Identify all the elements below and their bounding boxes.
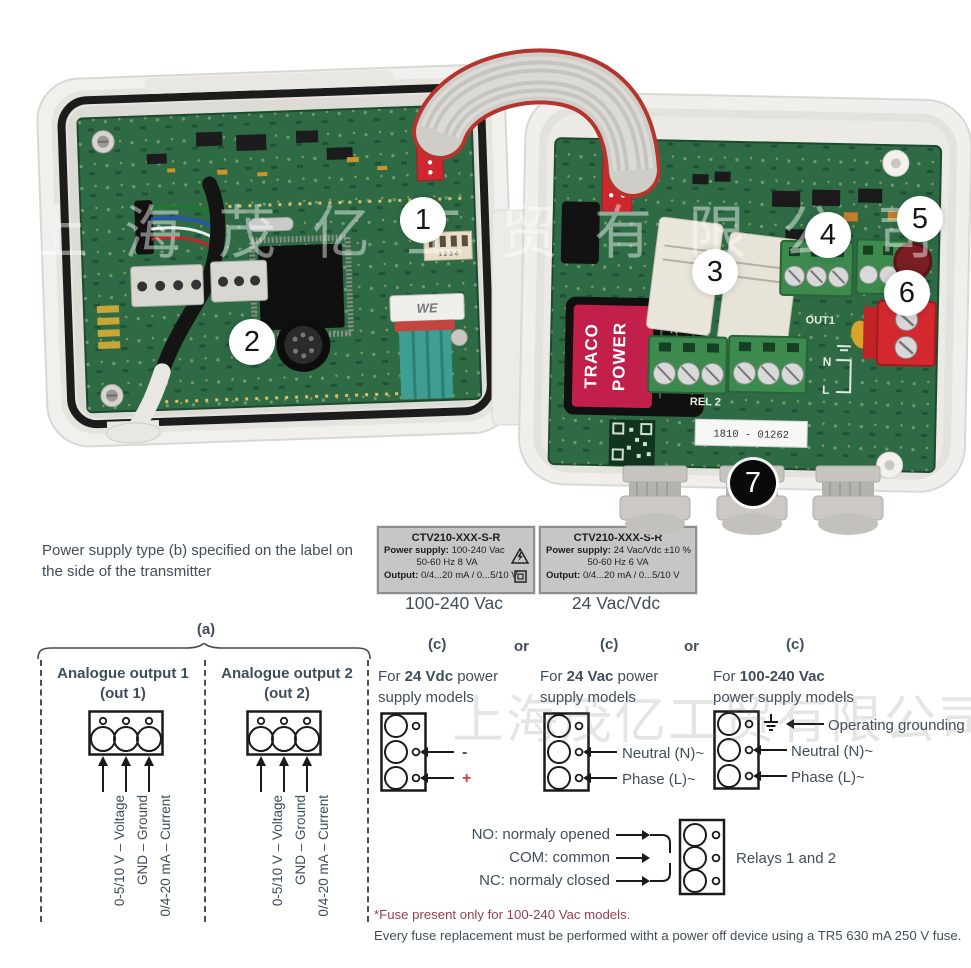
callout-4: 4 (805, 212, 851, 258)
wire-arrow-left (583, 747, 617, 757)
screw (100, 384, 124, 408)
operating-grounding-label: Operating grounding (828, 717, 965, 734)
device-photo: 1 2 3 4 WE (36, 48, 971, 535)
section-c-tag-1: (c) (428, 636, 447, 653)
brace (37, 643, 371, 660)
terminal-block-24vdc (380, 712, 427, 792)
option-100-240vac-title: For 100-240 Vac power supply models (713, 668, 854, 706)
double-insulation-icon (514, 570, 527, 583)
relay-arrow-right (616, 853, 650, 863)
section-a-tag: (a) (196, 621, 216, 638)
svg-text:WE: WE (416, 300, 438, 316)
wire-arrow-left (583, 773, 617, 783)
we-connector: WE (389, 292, 465, 400)
pin-arrow-up (98, 756, 108, 792)
qr-code (608, 419, 656, 467)
left-enclosure: 1 2 3 4 WE (36, 64, 517, 448)
dashed-border-right (367, 660, 369, 922)
svg-text:POWER: POWER (609, 322, 629, 392)
spec-title: CTV210-XXX-S-R (411, 532, 501, 544)
serial-label (694, 418, 808, 448)
relay-no-label: NO: normaly opened (471, 826, 610, 843)
terminal-block-24vac (543, 712, 590, 792)
spec-label-24vacvdc: CTV210-XXX-S-R Power supply: 24 Vac/Vdc … (539, 526, 697, 594)
pin-arrow-up (121, 756, 131, 792)
pin-label-ground: GND – Ground (135, 795, 150, 886)
callout-5: 5 (897, 196, 943, 242)
svg-text:TRACO: TRACO (581, 323, 601, 389)
neutral-label: Neutral (N)~ (622, 745, 705, 762)
power-terminal (862, 299, 937, 368)
callout-6: 6 (884, 270, 930, 316)
pin-arrow-up (279, 756, 289, 792)
callout-2: 2 (229, 319, 275, 365)
intro-text: Power supply type (b) specified on the l… (42, 542, 354, 580)
cable-gland (619, 465, 691, 535)
spec-caption-24vacvdc: 24 Vac/Vdc (571, 593, 661, 613)
callout-1: 1 (400, 197, 446, 243)
fuse-footnote-1: *Fuse present only for 100-240 Vac model… (374, 907, 631, 922)
pin-arrow-up (256, 756, 266, 792)
phase-label: Phase (L)~ (791, 769, 865, 786)
or-label-1: or (514, 638, 529, 655)
svg-text:OUT1: OUT1 (805, 314, 835, 327)
left-pcb: 1 2 3 4 WE (76, 104, 483, 444)
right-pcb: TRACO POWER TMPS 05-112 (547, 137, 943, 473)
phase-label: Phase (L)~ (622, 771, 696, 788)
pin-label-ground: GND – Ground (293, 795, 308, 886)
wire-arrow-left (420, 747, 454, 757)
pin-label-voltage: 0-5/10 V – Voltage (112, 795, 127, 907)
relays-caption: Relays 1 and 2 (736, 850, 837, 867)
terminal-block-100-240vac (713, 710, 760, 790)
relay-contact-drawing (650, 834, 671, 882)
section-c-tag-3: (c) (786, 636, 805, 653)
option-24vdc-title: For 24 Vdc power supply models (378, 668, 499, 706)
analogue-output-2-title: Analogue output 2 (out 2) (221, 665, 353, 702)
fuse-footnote-2: Every fuse replacement must be performed… (374, 928, 962, 943)
pin-label-voltage: 0-5/10 V – Voltage (270, 795, 285, 907)
relays (646, 216, 801, 356)
wire-arrow-left (753, 745, 787, 755)
callout-3: 3 (692, 249, 738, 295)
spec-title: CTV210-XXX-S-R (573, 532, 663, 544)
relay-terminal-block (678, 818, 726, 896)
or-label-2: or (684, 638, 699, 655)
relay-arrow-right (616, 876, 650, 886)
svg-text:1 2 3 4: 1 2 3 4 (438, 250, 458, 258)
svg-text:N: N (823, 355, 832, 369)
wire-arrow-left (786, 719, 824, 729)
section-c-tag-2: (c) (600, 636, 619, 653)
terminal-block-out1 (88, 710, 164, 756)
ground-icon (764, 714, 778, 731)
analogue-output-1-title: Analogue output 1 (out 1) (57, 665, 189, 702)
wire-arrow-left (420, 773, 454, 783)
relay-terminal-blocks (647, 334, 809, 395)
spec-label-100-240vac: CTV210-XXX-S-R Power supply: 100-240 Vac… (377, 526, 535, 594)
terminal-block-out2 (246, 710, 322, 756)
callout-7: 7 (730, 460, 776, 506)
relay-com-label: COM: common (509, 849, 610, 866)
svg-text:1810 - 01262: 1810 - 01262 (713, 428, 789, 442)
pin-label-current: 0/4-20 mA – Current (316, 795, 331, 917)
svg-text:REL 2: REL 2 (690, 396, 721, 409)
dashed-border-left (40, 660, 42, 922)
pin-label-current: 0/4-20 mA – Current (158, 795, 173, 917)
ribbon-cable (412, 48, 661, 198)
pin-arrow-up (144, 756, 154, 792)
dc-plus-label: + (462, 770, 472, 787)
dashed-border-middle (204, 660, 206, 922)
screw (91, 130, 115, 154)
high-voltage-warning-icon (511, 548, 529, 564)
din-connector (276, 317, 331, 372)
relay-arrow-right (616, 830, 650, 840)
cable-gland (812, 465, 884, 535)
wire-arrow-left (753, 771, 787, 781)
pin-arrow-up (302, 756, 312, 792)
spec-caption-100-240vac: 100-240 Vac (405, 593, 503, 613)
relay-nc-label: NC: normaly closed (479, 872, 610, 889)
dc-minus-label: - (462, 744, 468, 761)
option-24vac-title: For 24 Vac power supply models (540, 668, 659, 706)
neutral-label: Neutral (N)~ (791, 743, 874, 760)
svg-text:L: L (822, 383, 830, 397)
